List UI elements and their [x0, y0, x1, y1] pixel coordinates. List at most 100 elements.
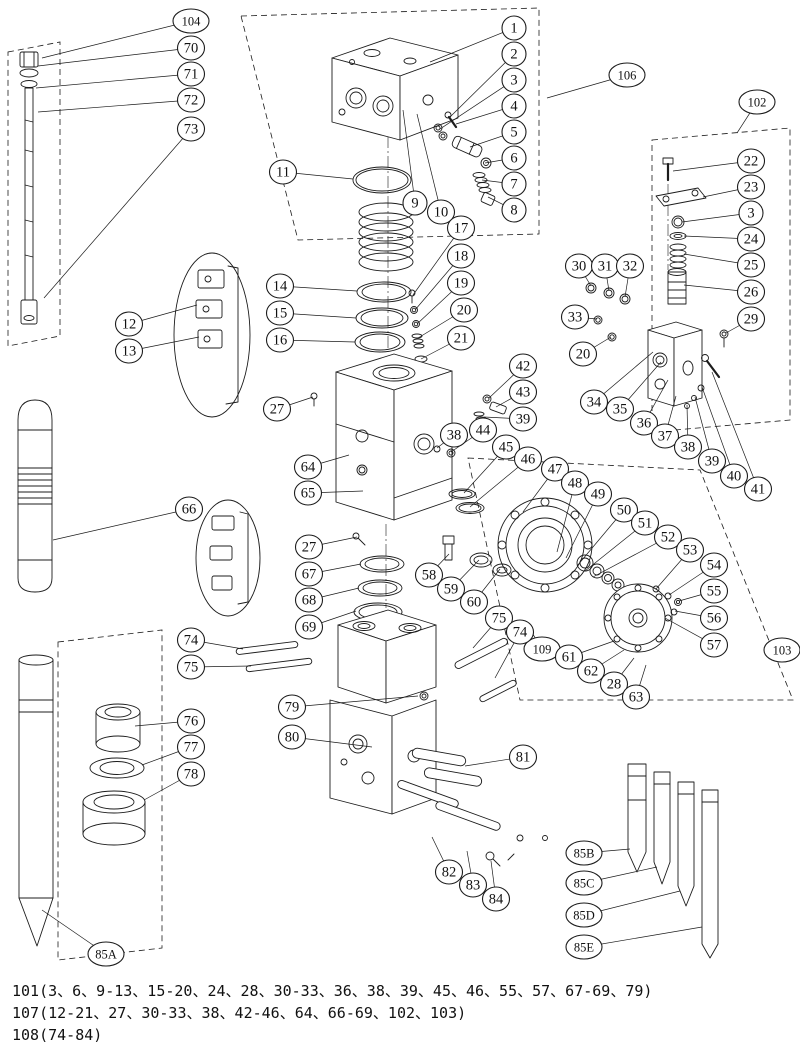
callout-label-28: 28: [607, 677, 622, 693]
callout-bubble-85E: [565, 934, 603, 960]
callout-leader-73: [43, 128, 192, 299]
callout-label-32: 32: [623, 259, 638, 275]
callout-bubble-8: [501, 197, 527, 223]
callout-label-85B: 85B: [574, 847, 595, 861]
callout-label-64: 64: [301, 460, 316, 476]
callout-64: 64: [293, 454, 350, 480]
callout-label-5: 5: [510, 125, 517, 141]
callout-label-59: 59: [444, 582, 459, 598]
diagram-artwork: [7, 7, 794, 961]
callout-label-71: 71: [184, 67, 199, 83]
callout-bubble-71: [176, 61, 206, 87]
callout-bubble-44: [468, 417, 498, 443]
callout-label-35: 35: [613, 402, 628, 418]
callout-bubble-51: [630, 510, 660, 536]
chisel-85b: [627, 763, 647, 873]
callout-67: 67: [294, 561, 362, 587]
callout-71: 71: [35, 61, 206, 89]
callout-56: 56: [674, 605, 729, 631]
callout-27: 27: [262, 396, 314, 422]
callout-label-66: 66: [182, 502, 197, 518]
callout-label-103: 103: [773, 644, 792, 658]
callout-leader-70: [37, 47, 192, 67]
callout-80: 80: [277, 724, 373, 750]
callout-label-11: 11: [276, 165, 290, 181]
callout-bubble-104: [172, 8, 210, 34]
callout-label-4: 4: [510, 99, 518, 115]
callout-label-26: 26: [744, 285, 759, 301]
callout-label-31: 31: [598, 259, 613, 275]
callout-label-53: 53: [683, 543, 698, 559]
callout-38: 38: [436, 422, 469, 449]
callout-bubble-57: [699, 632, 729, 658]
callout-leader-85E: [583, 926, 703, 948]
callout-40: 40: [701, 386, 749, 489]
callout-bubble-32: [615, 253, 645, 279]
chisel-85c: [653, 771, 671, 885]
callout-bubble-38: [439, 422, 469, 448]
callout-bubble-62: [576, 658, 606, 684]
callout-bubble-29: [736, 306, 766, 332]
callout-16: 16: [265, 327, 356, 353]
callout-bubble-16: [265, 327, 295, 353]
callout-82: 82: [431, 836, 464, 885]
callout-bubble-79: [277, 694, 307, 720]
callout-label-51: 51: [638, 516, 653, 532]
callout-43: 43: [495, 379, 538, 408]
callout-33: 33: [560, 304, 598, 330]
o-ring-set: [585, 282, 631, 342]
footer-line-101: 101(3、6、9-13、15-20、24、28、30-33、36、38、39、…: [12, 982, 652, 1000]
callout-85B: 85B: [565, 840, 631, 866]
callout-label-63: 63: [629, 690, 644, 706]
callout-bubble-10: [426, 199, 456, 225]
callout-bubble-39: [508, 406, 538, 432]
callout-12: 12: [114, 304, 198, 337]
callout-58: 58: [414, 553, 450, 588]
callout-bubble-60: [459, 589, 489, 615]
callout-104: 104: [41, 8, 210, 59]
callout-bubble-13: [114, 338, 144, 364]
callout-53: 53: [655, 537, 705, 590]
chisel-85d: [677, 781, 695, 907]
callout-label-10: 10: [434, 205, 449, 221]
callout-label-81: 81: [516, 750, 531, 766]
callout-bubble-19: [446, 270, 476, 296]
pilot-valve-parts: [433, 111, 496, 206]
callout-78: 78: [143, 761, 206, 801]
callout-52: 52: [592, 524, 683, 578]
grease-hose-assembly: [19, 51, 39, 325]
callout-label-72: 72: [184, 93, 199, 109]
callout-label-42: 42: [516, 359, 531, 375]
callout-label-38: 38: [681, 440, 696, 456]
callout-label-61: 61: [562, 650, 577, 666]
callout-76: 76: [134, 708, 206, 734]
callout-84: 84: [481, 860, 511, 912]
callout-label-33: 33: [568, 310, 583, 326]
valve-kit-boundary-102: [651, 127, 791, 433]
callout-label-104: 104: [182, 15, 202, 29]
callout-bubble-66: [174, 496, 204, 522]
callout-bubble-27: [294, 534, 324, 560]
callout-label-74: 74: [184, 633, 199, 649]
callout-bubble-22: [736, 148, 766, 174]
callout-bubble-35: [605, 396, 635, 422]
callout-leader-9: [402, 109, 416, 204]
callout-42: 42: [488, 353, 538, 399]
callout-bubble-2: [501, 41, 527, 67]
callout-72: 72: [37, 87, 206, 113]
callout-label-70: 70: [184, 41, 199, 57]
callout-label-46: 46: [521, 452, 536, 468]
callout-bubble-64: [293, 454, 323, 480]
callout-leader-79: [291, 695, 419, 708]
callout-bubble-75: [176, 654, 206, 680]
main-cylinder-block: [310, 353, 456, 521]
callout-label-27: 27: [302, 540, 317, 556]
callout-label-1: 1: [510, 21, 517, 37]
callout-106: 106: [546, 62, 646, 99]
callout-46: 46: [469, 446, 543, 508]
callout-leader-1: [429, 27, 515, 63]
callout-bubble-74: [176, 627, 206, 653]
callout-bubble-17: [446, 215, 476, 241]
callout-label-47: 47: [548, 462, 563, 478]
callout-label-2: 2: [510, 47, 517, 63]
